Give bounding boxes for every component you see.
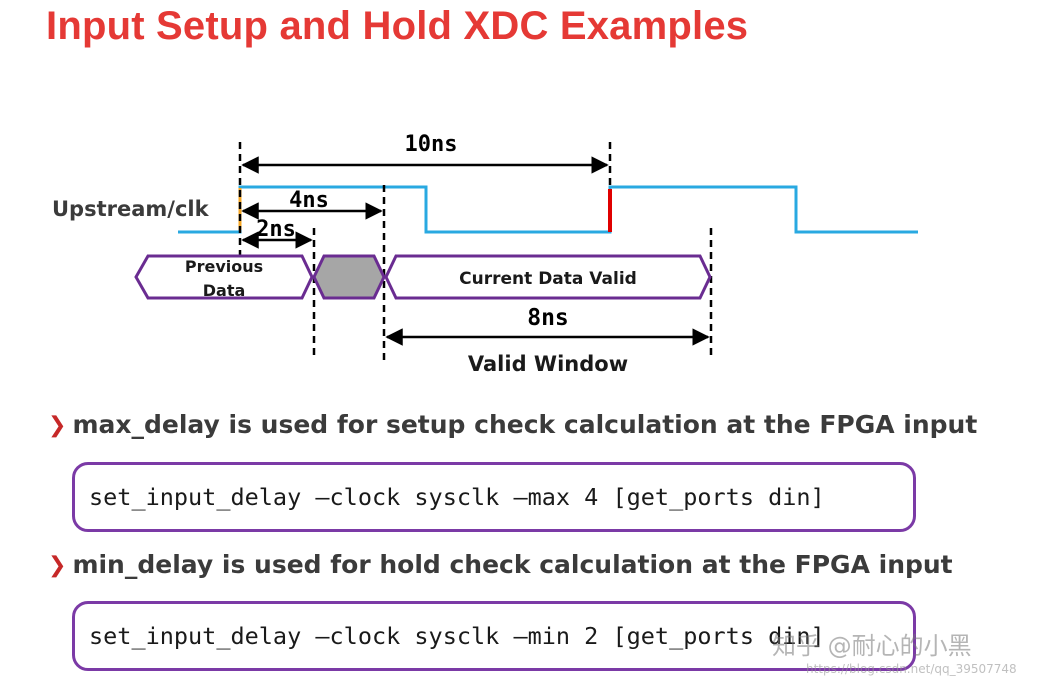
code-max-delay: set_input_delay –clock sysclk –max 4 [ge… [89, 483, 825, 511]
min-delay-label: 2ns [256, 217, 296, 242]
timing-diagram: Upstream/clk 10ns 4ns 2ns Previous Data … [52, 132, 918, 376]
bullet-max-delay: ❯max_delay is used for setup check calcu… [48, 410, 977, 439]
previous-data-label-2: Data [203, 281, 246, 300]
code-min-delay: set_input_delay –clock sysclk –min 2 [ge… [89, 622, 825, 650]
code-block-max-delay: set_input_delay –clock sysclk –max 4 [ge… [72, 462, 916, 532]
clock-label: Upstream/clk [52, 197, 210, 221]
valid-window-label: Valid Window [468, 352, 628, 376]
bullet-arrow-icon: ❯ [48, 413, 67, 438]
previous-data-label: Previous [185, 257, 263, 276]
code-block-min-delay: set_input_delay –clock sysclk –min 2 [ge… [72, 601, 916, 671]
max-delay-label: 4ns [289, 188, 329, 213]
previous-data-segment [134, 254, 314, 300]
invalid-data-segment [312, 254, 386, 300]
bullet-min-delay-text: min_delay is used for hold check calcula… [72, 550, 953, 579]
period-label: 10ns [405, 132, 458, 157]
current-data-label: Current Data Valid [459, 269, 637, 289]
bullet-max-delay-text: max_delay is used for setup check calcul… [72, 410, 978, 439]
bullet-min-delay: ❯min_delay is used for hold check calcul… [48, 550, 953, 579]
valid-window-value: 8ns [527, 305, 569, 331]
bullet-arrow-icon: ❯ [48, 553, 67, 578]
page-title: Input Setup and Hold XDC Examples [46, 4, 749, 48]
current-data-segment [384, 254, 712, 300]
